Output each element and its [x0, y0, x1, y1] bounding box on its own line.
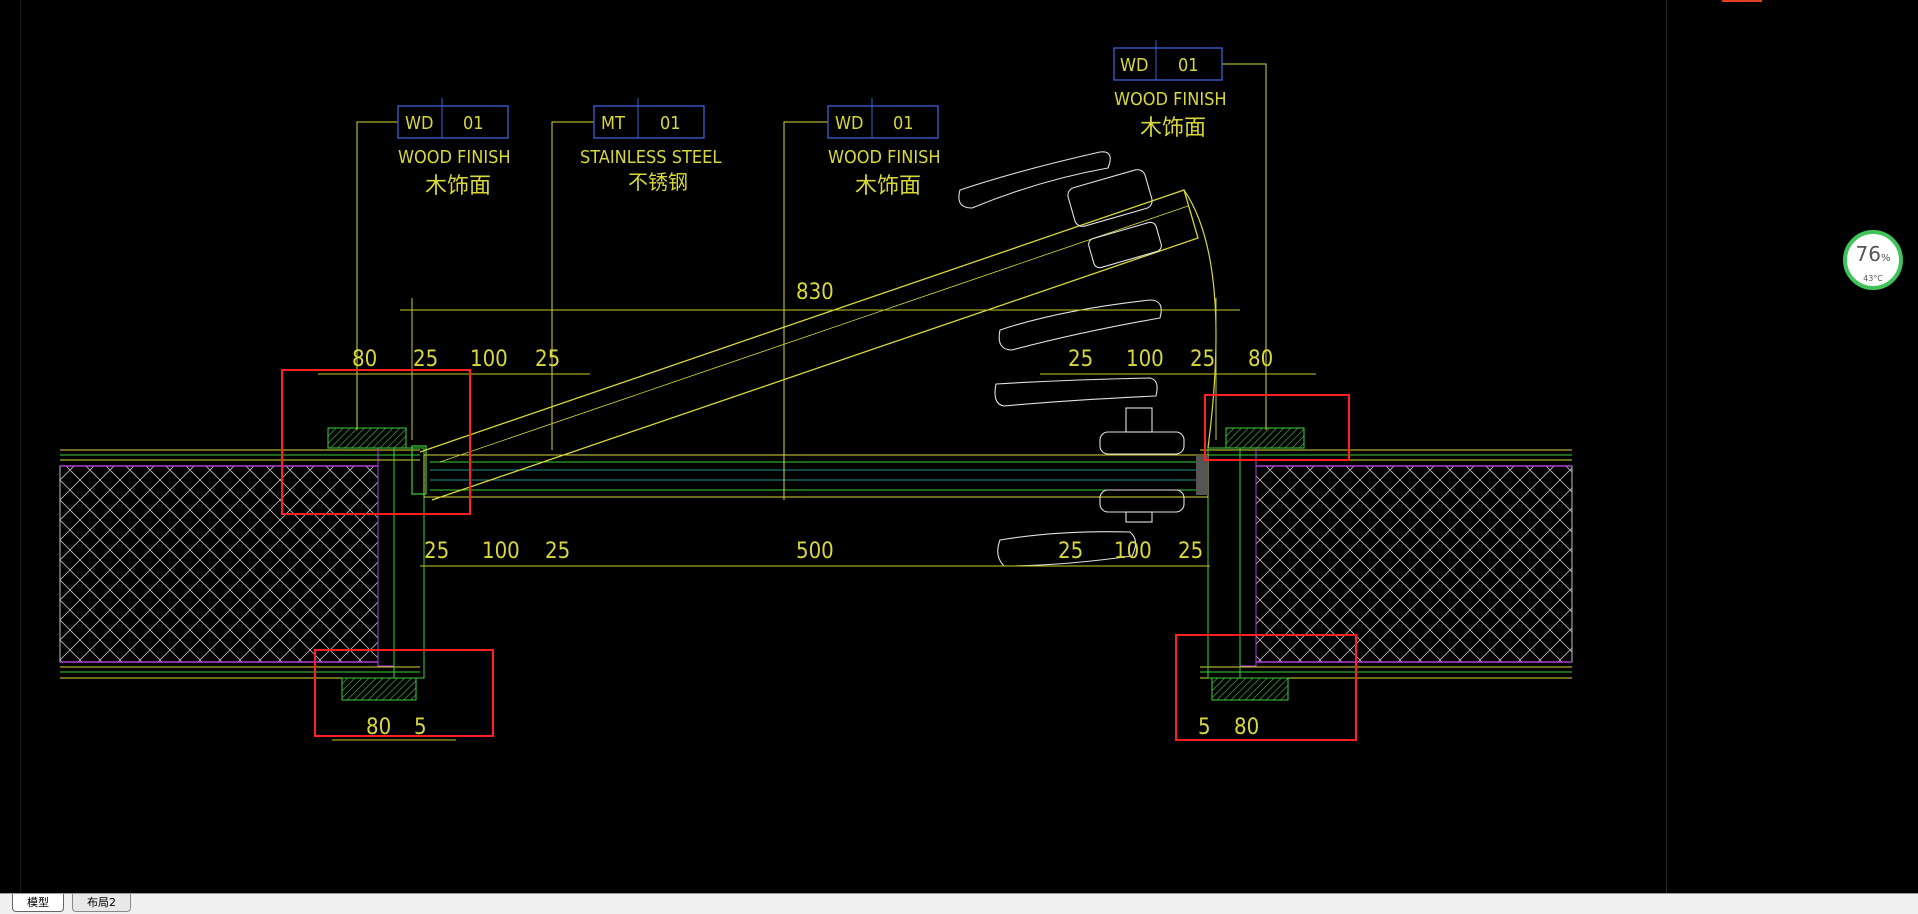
dim-bottom-right-0: 5 [1198, 715, 1211, 740]
dim-top-left-2: 100 [470, 347, 508, 372]
dim-bottom-right-1: 80 [1234, 715, 1259, 740]
wood-trim-pieces [327, 427, 1305, 701]
dim-top-left-1: 25 [413, 347, 438, 372]
material-tag-2: MT 01 STAINLESS STEEL 不锈钢 [580, 98, 721, 194]
tag-number: 01 [660, 113, 681, 134]
tag-code: WD [835, 113, 864, 134]
wall-right [1200, 447, 1573, 679]
dim-mid-left-2: 25 [545, 539, 570, 564]
tag-label-en: WOOD FINISH [828, 147, 941, 168]
dim-mid-right-1: 100 [1114, 539, 1152, 564]
highlight-box-top-left [281, 369, 471, 515]
dim-bottom-left-1: 5 [414, 715, 427, 740]
highlight-boxes [281, 369, 1357, 741]
dim-mid-left-0: 25 [424, 539, 449, 564]
dim-top-right-2: 25 [1190, 347, 1215, 372]
highlight-box-bottom-left [314, 649, 494, 737]
tag-label-cn: 木饰面 [425, 174, 491, 199]
door-handle-group [958, 151, 1185, 567]
dim-top-left-3: 25 [535, 347, 560, 372]
performance-badge[interactable]: 76% 43°C [1843, 230, 1903, 290]
door-frame [411, 445, 1209, 498]
dim-mid-right-2: 25 [1178, 539, 1203, 564]
dim-top-right-3: 80 [1248, 347, 1273, 372]
tag-label-cn: 不锈钢 [628, 170, 688, 194]
leader-lines [356, 63, 1267, 500]
tag-label-cn: 木饰面 [855, 174, 921, 199]
dimension-texts: 830 80 25 100 25 25 100 25 80 25 100 25 … [352, 280, 1273, 740]
dim-top-right-0: 25 [1068, 347, 1093, 372]
highlight-box-top-right [1204, 394, 1350, 461]
dimension-lines [318, 298, 1316, 741]
temperature-label: 43°C [1863, 274, 1883, 283]
wall-left [59, 447, 425, 679]
viewport-left-edge [20, 0, 21, 893]
tag-label-cn: 木饰面 [1140, 116, 1206, 141]
dim-top-left-0: 80 [352, 347, 377, 372]
tag-number: 01 [463, 113, 484, 134]
cad-drawing-canvas[interactable]: WD 01 WOOD FINISH 木饰面 MT 01 STAINLESS ST… [0, 0, 1918, 893]
dim-mid-left-1: 100 [482, 539, 520, 564]
tag-label-en: STAINLESS STEEL [580, 147, 721, 168]
notification-indicator [1722, 0, 1762, 2]
tag-label-en: WOOD FINISH [398, 147, 511, 168]
tab-layout2[interactable]: 布局2 [72, 894, 131, 912]
highlight-box-bottom-right [1175, 634, 1357, 741]
dim-top-right-1: 100 [1126, 347, 1164, 372]
layout-tab-bar: 模型 布局2 [0, 893, 1918, 914]
tab-model[interactable]: 模型 [12, 894, 64, 912]
dim-mid-center: 500 [796, 539, 834, 564]
performance-percent: 76% [1855, 242, 1891, 266]
tag-number: 01 [1178, 55, 1199, 76]
tag-code: WD [1120, 55, 1149, 76]
door-leaf [419, 189, 1217, 501]
dim-mid-right-0: 25 [1058, 539, 1083, 564]
material-tag-1: WD 01 WOOD FINISH 木饰面 [397, 98, 511, 199]
tag-label-en: WOOD FINISH [1114, 89, 1227, 110]
tag-code: MT [601, 113, 625, 134]
material-tag-4: WD 01 WOOD FINISH 木饰面 [1113, 40, 1227, 141]
tag-code: WD [405, 113, 434, 134]
material-tag-3: WD 01 WOOD FINISH 木饰面 [827, 98, 941, 199]
dim-overall-top: 830 [796, 280, 834, 305]
viewport-divider [1666, 0, 1667, 893]
tag-number: 01 [893, 113, 914, 134]
